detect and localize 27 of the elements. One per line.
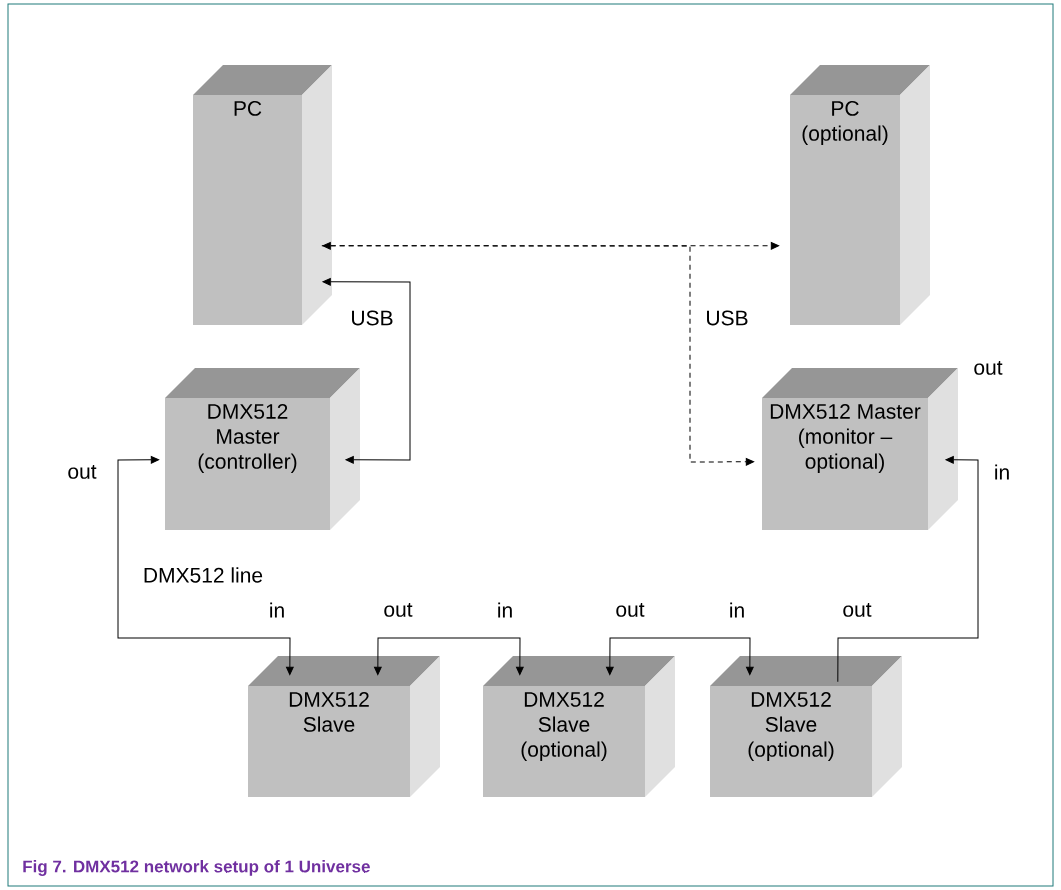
port-label: in [995,464,1009,480]
arrow [374,637,524,676]
port-label: out [974,361,1003,375]
cube-box: DMX512 Master (controller) [165,368,360,530]
port-label: in [270,602,284,618]
arrow [321,245,755,466]
port-label: in [498,602,512,618]
figure-caption: Fig 7. DMX512 network setup of 1 Universe [23,860,370,876]
port-label: out [68,465,97,479]
cube-box: DMX512 Slave (optional) [483,656,675,797]
arrow [837,456,979,683]
cube-box: DMX512 Slave [248,656,440,797]
edge-label: DMX512 line [141,566,265,584]
arrow [322,277,411,464]
port-label: out [843,603,872,617]
cube-box: PC [193,65,332,325]
edge-label: USB [349,309,395,327]
edge-label: USB [704,309,750,327]
cube-box: DMX512 Slave (optional) [710,656,902,797]
cube-box: DMX512 Master (monitor – optional) [762,368,958,530]
port-label: in [730,602,744,618]
port-label: out [384,603,413,617]
arrow [606,637,754,676]
port-label: out [616,603,645,617]
cube-box: PC (optional) [790,65,930,325]
arrow [322,241,780,250]
arrow [117,455,294,676]
